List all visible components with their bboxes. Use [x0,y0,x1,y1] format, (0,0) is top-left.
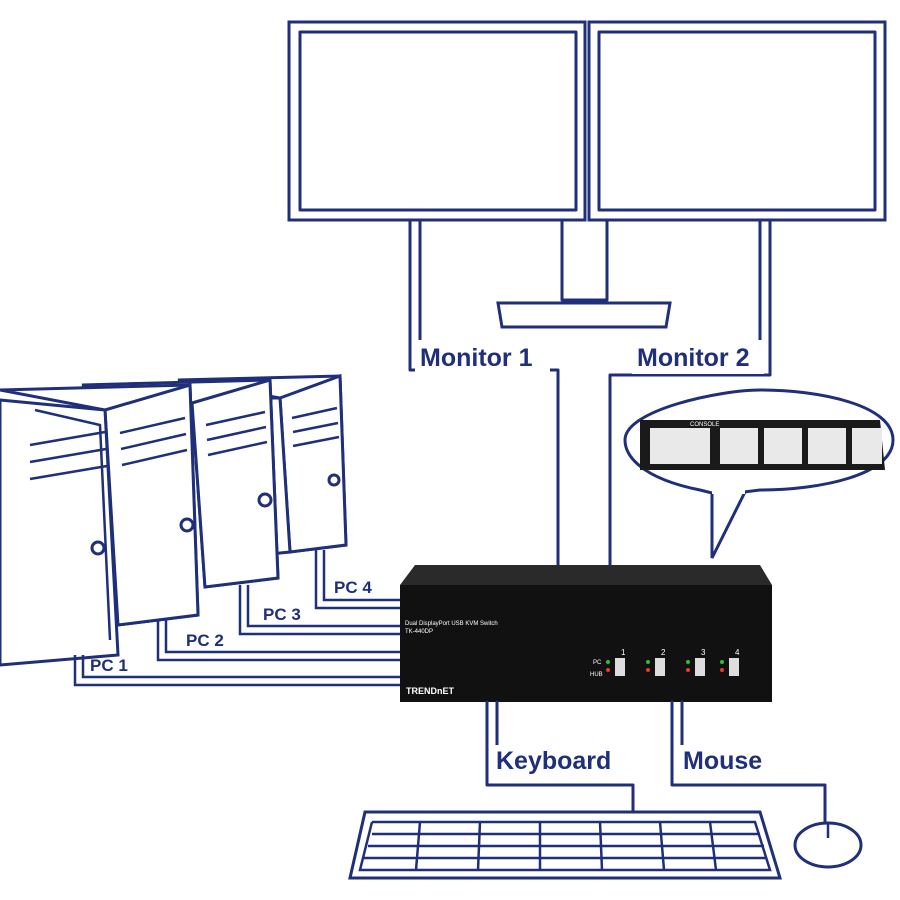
console-label: CONSOLE [690,422,719,428]
monitor-1-label: Monitor 1 [420,344,533,372]
pc-2-cable [156,620,400,662]
pc-2-label: PC 2 [186,631,224,650]
pc-3-label: PC 3 [263,605,301,624]
pc-4-cable [314,550,400,610]
port-button-3[interactable]: 3 [686,648,706,676]
pc-3-tower [81,378,280,589]
monitor-2-cable [608,218,772,567]
pc-1-cable [73,655,400,687]
monitor-stand [496,218,672,329]
monitor-2 [587,20,887,222]
port-button-1[interactable]: 1 [606,648,626,676]
port-button-4[interactable]: 4 [720,648,740,676]
kvm-switch-title: Dual DisplayPort USB KVM Switch [405,621,498,627]
brand-logo: TRENDnET [406,686,454,696]
keyboard [348,810,783,880]
pc-4-label: PC 4 [334,578,372,597]
keyboard-label: Keyboard [496,747,611,775]
pc-3-cable [238,585,400,636]
kvm-switch-model: TK-440DP [405,629,433,635]
port-3-number: 3 [701,648,706,657]
port-1-number: 1 [621,648,626,657]
pc-2-tower [0,383,200,627]
monitor-1 [287,20,587,222]
monitor-1-cable [408,218,560,567]
port-4-number: 4 [735,648,740,657]
mouse-label: Mouse [683,747,762,775]
monitor-2-label: Monitor 2 [637,344,750,372]
kvm-switch: Dual DisplayPort USB KVM Switch TK-440DP… [400,565,772,702]
pc-1-tower [0,398,120,667]
pc-indicator-label: PC [593,660,602,666]
mouse [793,821,863,869]
pc-1-label: PC 1 [90,656,128,675]
port-2-number: 2 [661,648,666,657]
rear-panel-callout: CONSOLE [623,388,895,559]
hub-indicator-label: HUB [590,672,603,678]
port-button-2[interactable]: 2 [646,648,666,676]
